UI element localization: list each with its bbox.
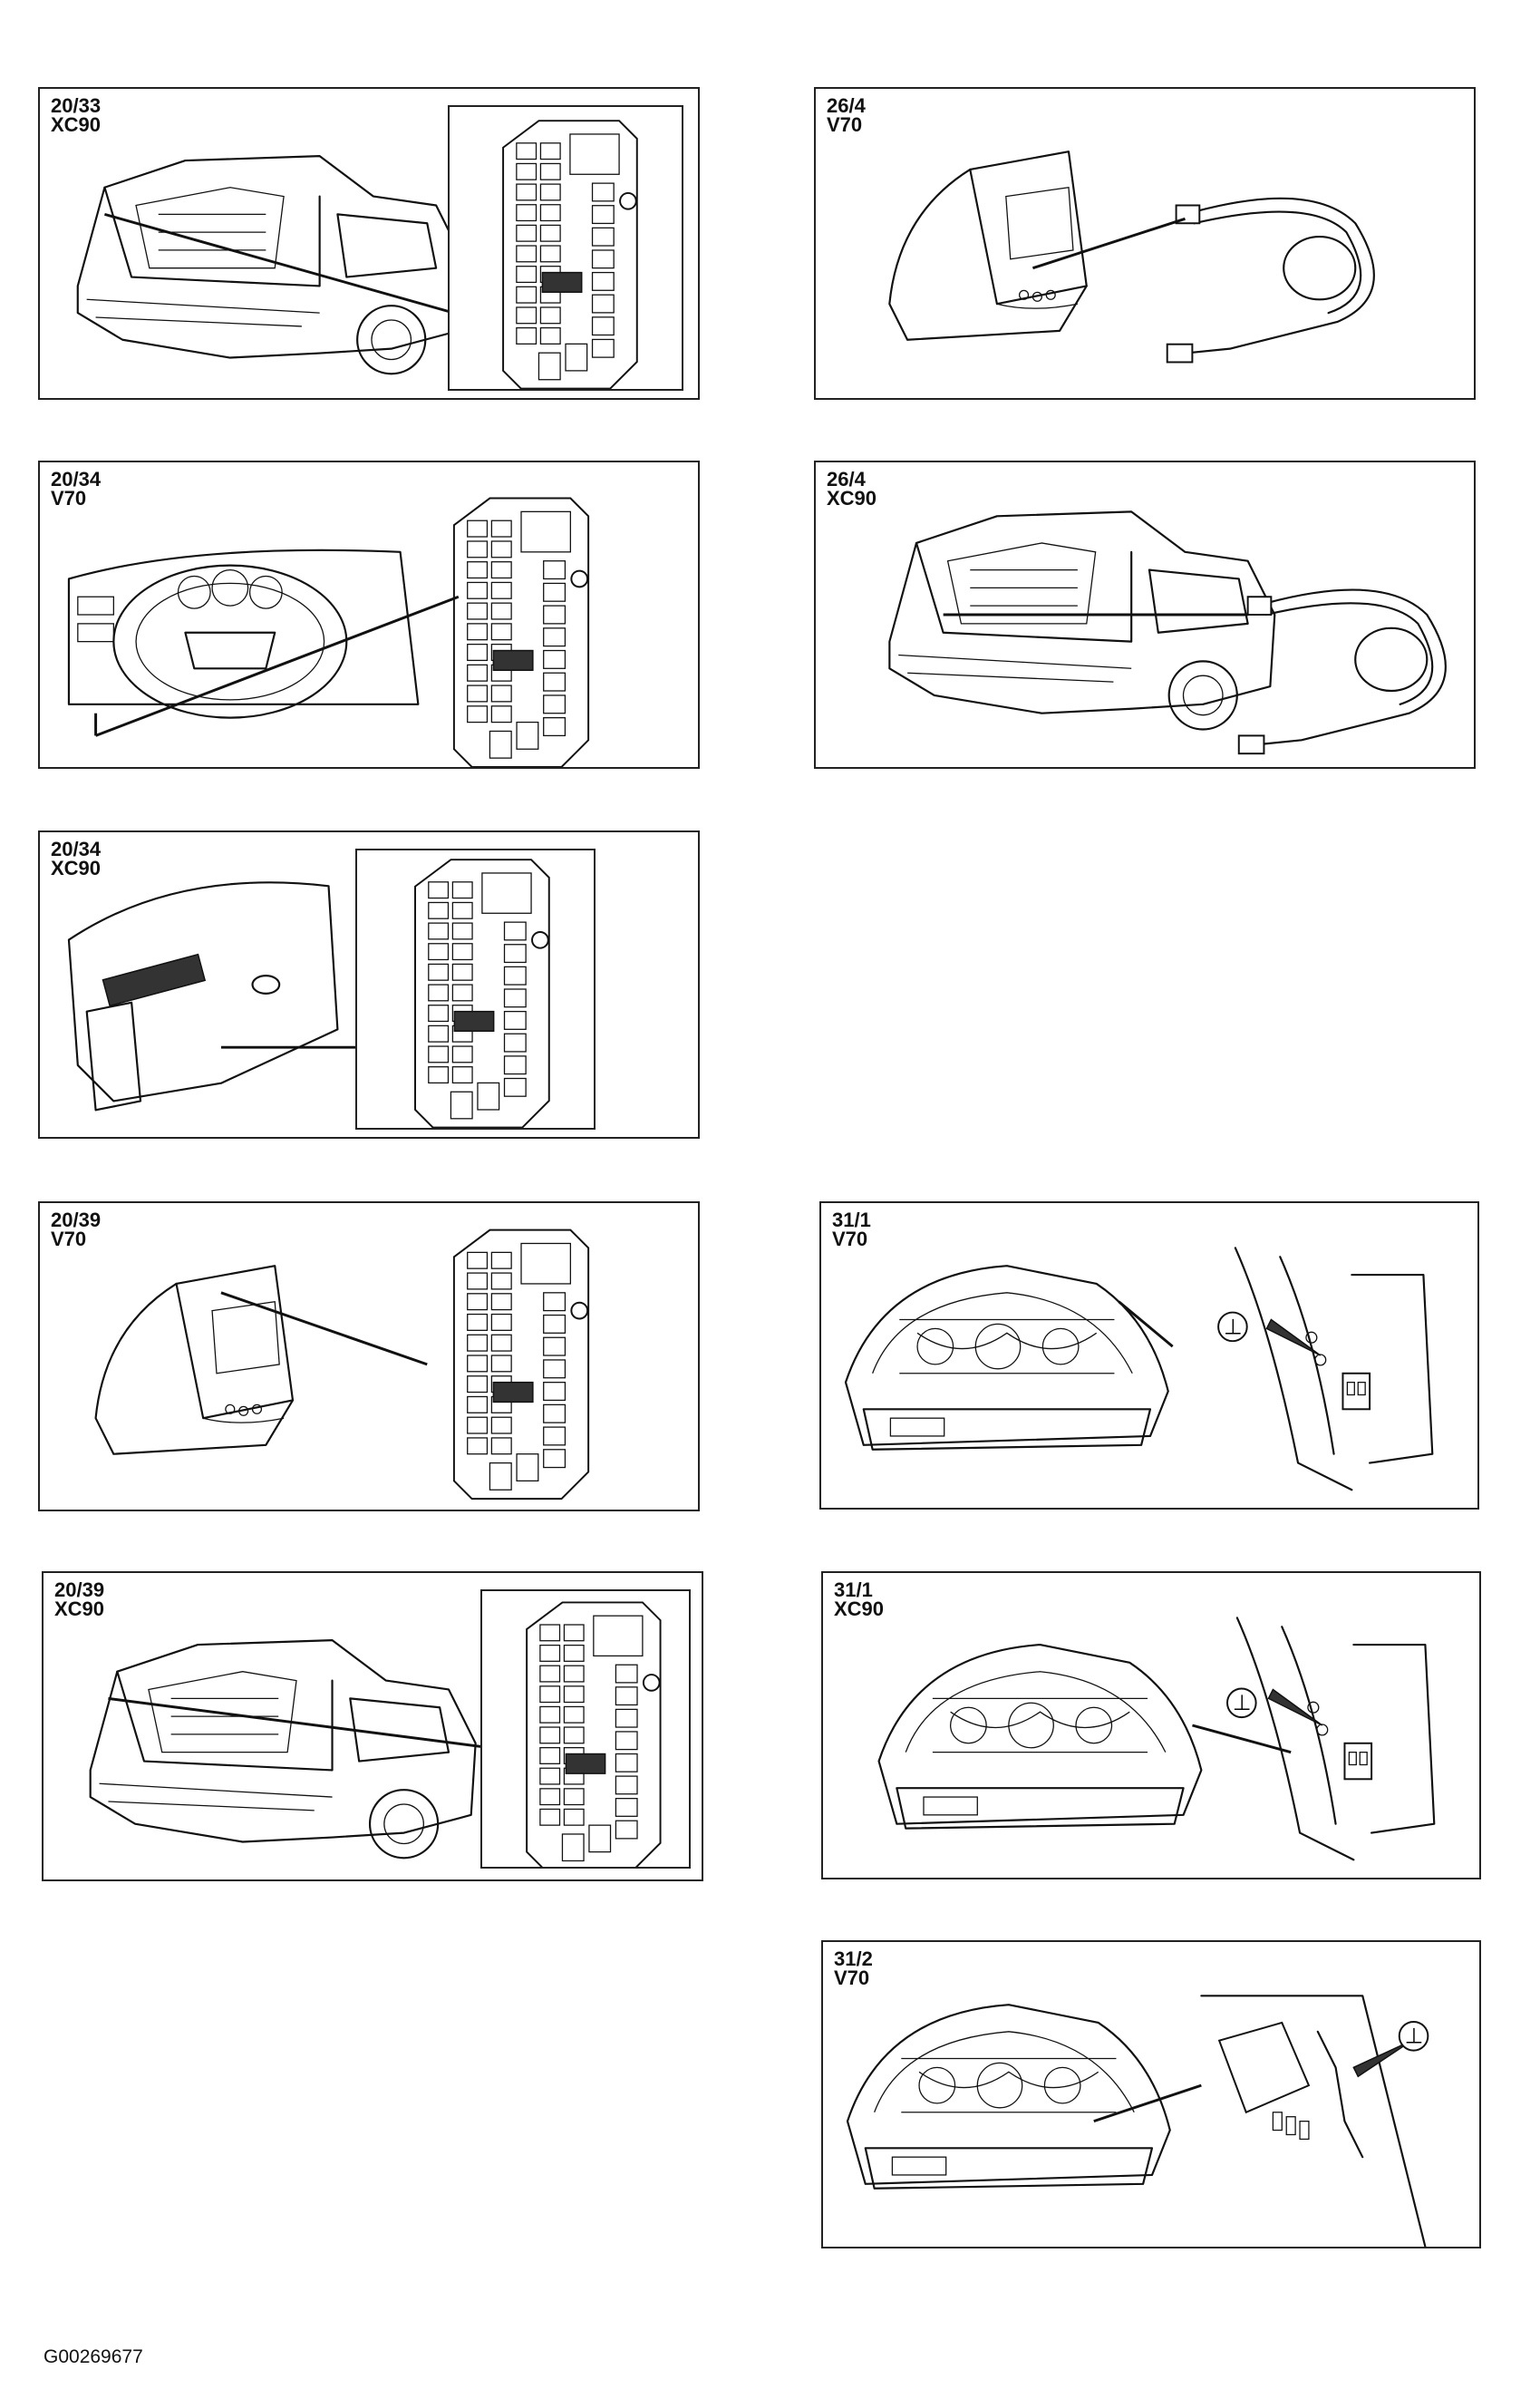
figure-id: G00269677	[44, 2346, 143, 2367]
svg-text:⊥: ⊥	[1233, 1690, 1252, 1715]
cargo-relay-illustration	[94, 1228, 590, 1500]
svg-text:⊥: ⊥	[1405, 2024, 1424, 2049]
relay-block-inset	[355, 849, 596, 1130]
engine-bay-illustration: ⊥	[877, 1617, 1436, 1861]
relay-block-inset	[480, 1589, 691, 1869]
engine-bay-illustration: ⊥	[846, 1995, 1429, 2247]
cargo-harness-illustration	[888, 151, 1375, 364]
suv-rear-illustration	[89, 1639, 526, 1860]
engine-bay-illustration: ⊥	[844, 1247, 1434, 1491]
svg-text:⊥: ⊥	[1224, 1314, 1243, 1339]
dashboard-illustration	[67, 497, 590, 767]
relay-block-inset	[448, 105, 683, 391]
suv-harness-illustration	[888, 510, 1447, 755]
suv-rear-illustration	[76, 155, 486, 375]
interior-dash-illustration	[67, 881, 392, 1112]
